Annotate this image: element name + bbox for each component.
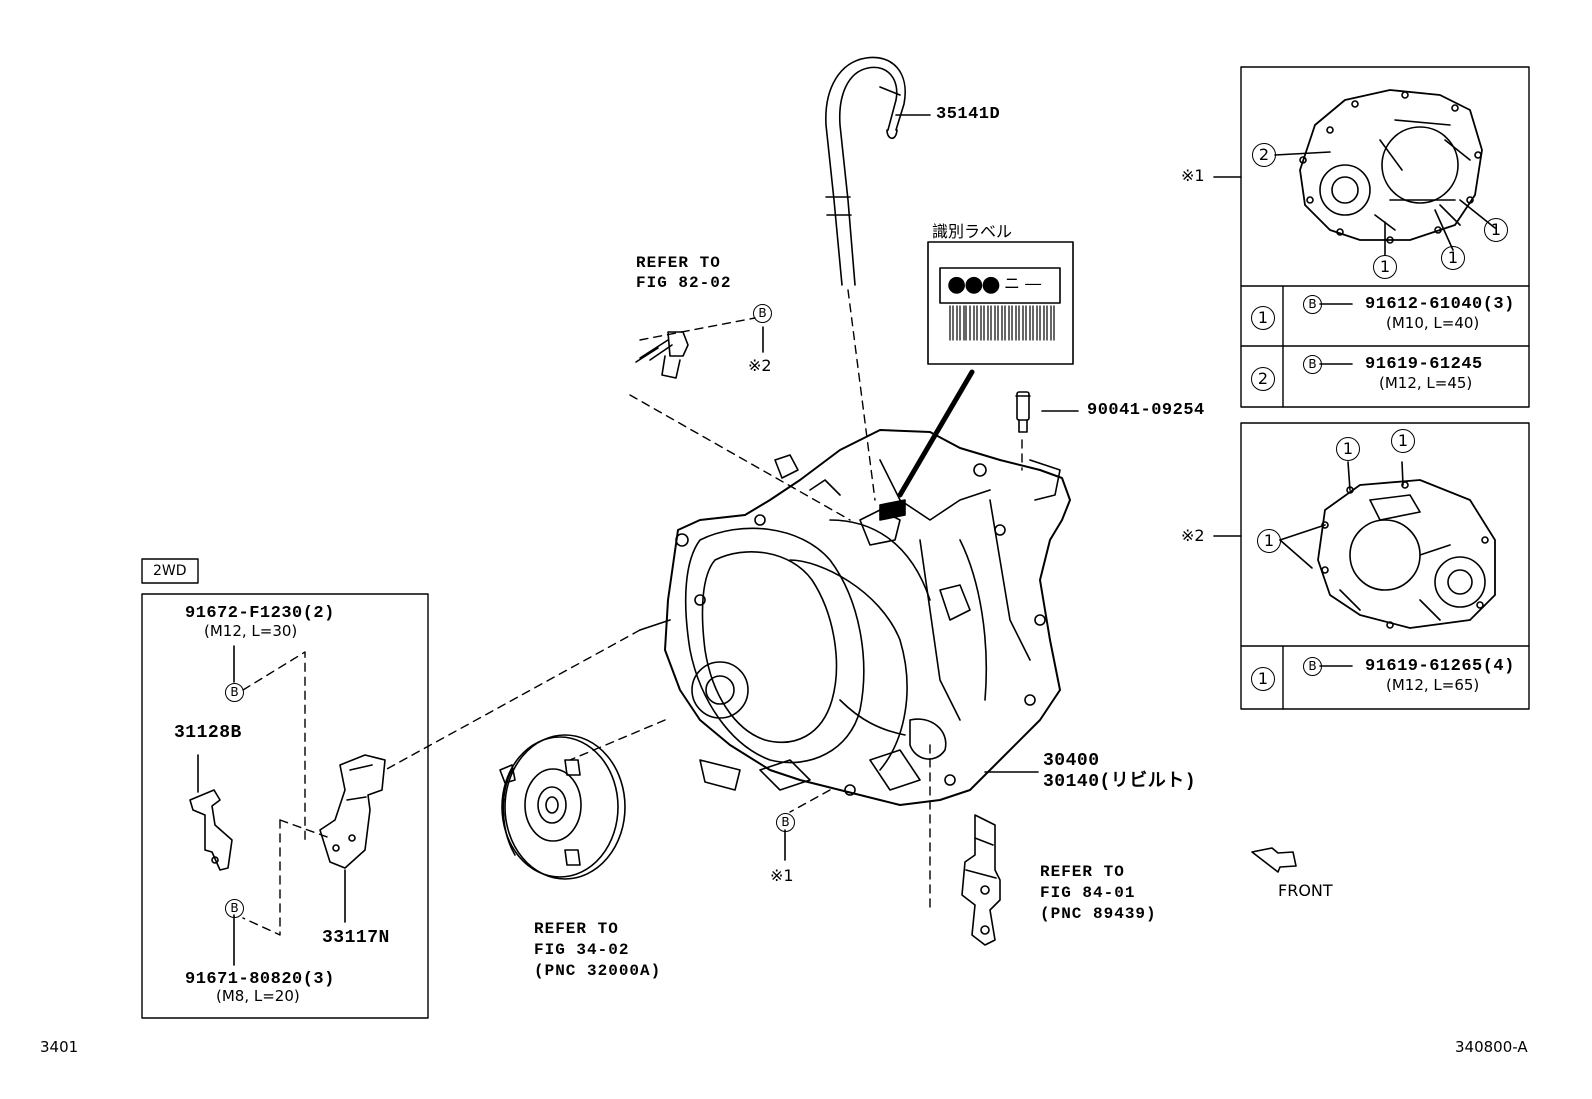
detail-1-row-2-part: 91619-61245 — [1365, 355, 1483, 374]
bolt-marker: B — [1303, 355, 1322, 374]
bolt-marker: B — [753, 304, 772, 323]
label-dash: ニ ― — [1004, 274, 1042, 293]
callout-1: 1 — [1373, 255, 1397, 279]
bolt-bottom-part-number: 91671-80820(3) — [185, 970, 335, 989]
callout-1: 1 — [1336, 437, 1360, 461]
figure-code: 340800-A — [1455, 1038, 1528, 1056]
transaxle-part-number: 30400 — [1043, 751, 1100, 771]
hose-drawing — [825, 56, 906, 286]
refer-fig-34-02-line-2: FIG 34-02 — [534, 941, 630, 959]
callout-2: 2 — [1252, 143, 1276, 167]
transaxle-rebuilt-part-number: 30140(リビルト) — [1043, 772, 1197, 792]
case-drawing-detail-1 — [1299, 89, 1483, 244]
refer-fig-34-02-line-3: (PNC 32000A) — [534, 962, 662, 980]
bolt-bottom-spec: (M8, L=20) — [216, 987, 300, 1005]
bracket-drawing-31128b — [189, 789, 233, 871]
bolt-top-spec: (M12, L=30) — [204, 622, 298, 640]
bolt-marker: B — [1303, 295, 1322, 314]
bracket-33117n-part-number: 33117N — [322, 928, 390, 948]
bolt-marker: B — [1303, 657, 1322, 676]
bolt-marker: B — [776, 813, 795, 832]
torque-converter-drawing — [499, 734, 626, 880]
detail-2-row-1-spec: (M12, L=65) — [1386, 676, 1480, 694]
case-drawing-detail-2 — [1317, 479, 1496, 629]
transaxle-assembly-drawing — [639, 429, 1071, 806]
front-label: FRONT — [1278, 881, 1333, 900]
detail-1-row-1-spec: (M10, L=40) — [1386, 314, 1480, 332]
callout-1: 1 — [1441, 246, 1465, 270]
hose-part-number: 35141D — [936, 105, 1001, 124]
detail-2-marker: ※2 — [748, 356, 772, 375]
callout-1: 1 — [1484, 218, 1508, 242]
refer-fig-82-02-line-2: FIG 82-02 — [636, 274, 732, 292]
sensor-clip-drawing — [635, 331, 689, 379]
callout-1: 1 — [1257, 529, 1281, 553]
bracket-drawing-right — [961, 814, 1001, 946]
refer-fig-34-02-line-1: REFER TO — [534, 920, 619, 938]
bolt-top-part-number: 91672-F1230(2) — [185, 604, 335, 623]
page-code: 3401 — [40, 1038, 79, 1056]
bolt-marker: B — [225, 683, 244, 702]
detail-1-row-2-number: 2 — [1251, 367, 1275, 391]
2wd-tag: 2WD — [153, 563, 187, 579]
plug-part-number: 90041-09254 — [1087, 401, 1205, 420]
callout-1: 1 — [1391, 429, 1415, 453]
detail-2-tag: ※2 — [1181, 526, 1205, 545]
label-dots: ●●● — [947, 272, 1001, 297]
detail-1-tag: ※1 — [1181, 166, 1205, 185]
refer-fig-84-01-line-3: (PNC 89439) — [1040, 905, 1157, 923]
refer-fig-82-02-line-1: REFER TO — [636, 254, 721, 272]
bolt-marker: B — [225, 899, 244, 918]
bracket-drawing-33117n — [319, 754, 386, 869]
detail-1-marker: ※1 — [770, 866, 794, 885]
detail-1-row-1-number: 1 — [1251, 306, 1275, 330]
detail-2-row-1-number: 1 — [1251, 667, 1275, 691]
detail-1-row-2-spec: (M12, L=45) — [1379, 374, 1473, 392]
barcode — [949, 305, 1055, 341]
identification-label-title: 識別ラベル — [932, 222, 1013, 241]
bracket-31128b-part-number: 31128B — [174, 723, 242, 743]
refer-fig-84-01-line-1: REFER TO — [1040, 863, 1125, 881]
plug-drawing — [1015, 391, 1031, 433]
detail-1-row-1-part: 91612-61040(3) — [1365, 295, 1515, 314]
detail-2-row-1-part: 91619-61265(4) — [1365, 657, 1515, 676]
refer-fig-84-01-line-2: FIG 84-01 — [1040, 884, 1136, 902]
